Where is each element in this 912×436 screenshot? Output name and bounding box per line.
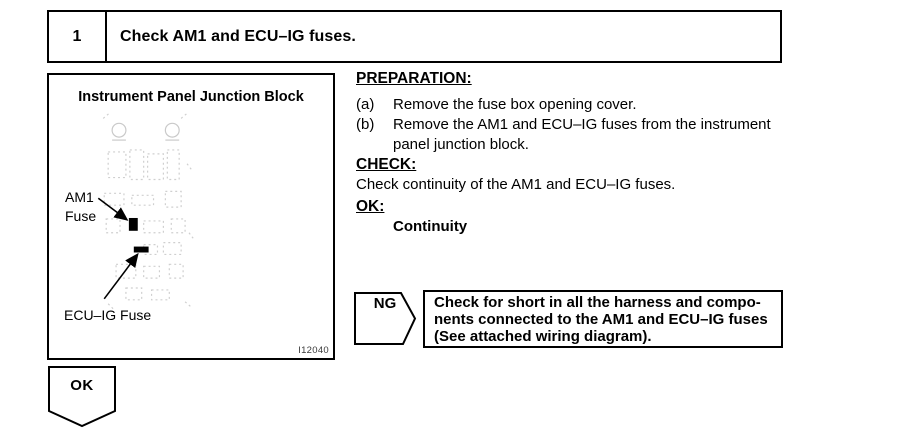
- step-b-marker: (b): [356, 116, 375, 133]
- figure-code: I12040: [298, 345, 329, 356]
- junction-block-illustration: [97, 112, 196, 311]
- figure-title: Instrument Panel Junction Block: [78, 89, 304, 105]
- ok-result: Continuity: [393, 218, 468, 235]
- ng-action-line2: nents connected to the AM1 and ECU–IG fu…: [434, 310, 768, 328]
- faint-junction-block: [102, 112, 196, 311]
- ok-flag-label: OK: [70, 377, 94, 394]
- ok-flag-shape: [48, 366, 116, 428]
- ng-action-line1: Check for short in all the harness and c…: [434, 294, 761, 311]
- step-b-text-line2: panel junction block.: [393, 136, 529, 153]
- preparation-heading: PREPARATION:: [356, 70, 472, 87]
- ng-action-box: Check for short in all the harness and c…: [423, 290, 783, 348]
- am1-arrow-icon: [97, 197, 129, 221]
- ok-flag: OK: [48, 366, 116, 428]
- instruction-step-b: (b) Remove the AM1 and ECU–IG fuses from…: [356, 115, 786, 155]
- step-a-text: Remove the fuse box opening cover.: [393, 96, 637, 113]
- ng-flag-label: NG: [373, 295, 397, 312]
- ng-flag-shape: [354, 292, 417, 345]
- ok-heading: OK:: [356, 198, 385, 215]
- step-header: 1 Check AM1 and ECU–IG fuses.: [47, 10, 782, 63]
- instruction-step-a: (a) Remove the fuse box opening cover.: [356, 95, 786, 115]
- ecuig-fuse-label: ECU–IG Fuse: [64, 307, 152, 323]
- check-heading: CHECK:: [356, 156, 417, 173]
- ng-flag: NG: [354, 290, 417, 347]
- step-a-marker: (a): [356, 96, 375, 113]
- am1-fuse-label-line2: Fuse: [65, 208, 97, 224]
- figure-box: Instrument Panel Junction Block AM1 Fuse…: [47, 73, 335, 360]
- check-text: Check continuity of the AM1 and ECU–IG f…: [356, 176, 676, 193]
- step-number: 1: [49, 12, 107, 61]
- ecuig-fuse-mark: [133, 246, 149, 253]
- am1-fuse-label-line1: AM1: [65, 189, 94, 205]
- ng-action-line3: (See attached wiring diagram).: [434, 327, 652, 345]
- step-title: Check AM1 and ECU–IG fuses.: [120, 27, 356, 45]
- instructions-column: PREPARATION: (a) Remove the fuse box ope…: [356, 69, 786, 237]
- am1-fuse-label: AM1 Fuse: [65, 188, 96, 226]
- step-b-text-line1: Remove the AM1 and ECU–IG fuses from the…: [393, 116, 771, 133]
- step-b-text: Remove the AM1 and ECU–IG fuses from the…: [393, 115, 786, 155]
- am1-fuse-mark: [128, 217, 138, 231]
- ecuig-arrow-icon: [103, 252, 139, 300]
